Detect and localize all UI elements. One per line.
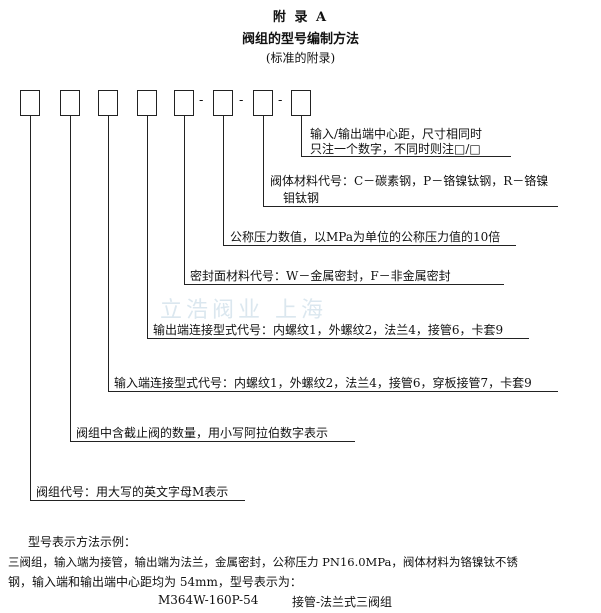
desc-pressure: 公称压力数值，以MPa为单位的公称压力值的10倍 <box>230 230 501 244</box>
leader-horizontal-input-connection <box>108 391 558 392</box>
leader-vertical-valve-count <box>70 116 71 441</box>
code-box-valve-group <box>20 90 40 116</box>
code-box-center-distance <box>291 90 311 116</box>
leader-horizontal-body-material <box>263 206 558 207</box>
separator-dash-3: - <box>278 93 283 108</box>
example-heading: 型号表示方法示例： <box>28 535 137 549</box>
leader-horizontal-valve-count <box>70 441 355 442</box>
leader-vertical-seal-material <box>184 116 185 284</box>
leader-vertical-body-material <box>263 116 264 206</box>
page-subtitle: (标准的附录) <box>265 51 336 65</box>
code-box-valve-count <box>60 90 80 116</box>
desc-body-material-line1: 阀体材料代号：C－碳素钢，P－铬镍钛钢，R－铬镍 <box>270 174 549 188</box>
leader-horizontal-valve-group <box>30 500 245 501</box>
code-box-body-material <box>253 90 273 116</box>
leader-vertical-valve-group <box>30 116 31 500</box>
page-title: 阀组的型号编制方法 <box>241 32 359 47</box>
desc-valve-count: 阀组中含截止阀的数量，用小写阿拉伯数字表示 <box>76 426 329 440</box>
desc-valve-group: 阀组代号：用大写的英文字母M表示 <box>36 485 229 499</box>
leader-horizontal-pressure <box>223 245 516 246</box>
desc-output-connection: 输出端连接型式代号：内螺纹1，外螺纹2，法兰4，接管6，卡套9 <box>153 323 504 337</box>
leader-horizontal-seal-material <box>184 284 504 285</box>
code-box-output-connection <box>137 90 157 116</box>
example-model-code: M364W-160P-54 <box>158 593 259 607</box>
code-box-seal-material <box>174 90 194 116</box>
example-model-description: 接管-法兰式三阀组 <box>292 595 393 609</box>
leader-horizontal-center-distance <box>301 156 511 157</box>
leader-vertical-input-connection <box>108 116 109 391</box>
desc-seal-material: 密封面材料代号：W－金属密封，F－非金属密封 <box>190 269 451 283</box>
example-line1: 三阀组，输入端为接管，输出端为法兰，金属密封，公称压力 PN16.0MPa，阀体… <box>8 555 518 569</box>
desc-input-connection: 输入端连接型式代号：内螺纹1，外螺纹2，法兰4，接管6，穿板接管7，卡套9 <box>114 376 532 390</box>
leader-vertical-center-distance <box>301 116 302 156</box>
example-line2: 钢，输入端和输出端中心距均为 54mm，型号表示为： <box>8 575 302 589</box>
leader-vertical-pressure <box>223 116 224 245</box>
appendix-label: 附 录 A <box>272 10 329 25</box>
desc-center-distance-line2: 只注一个数字，不同时则注□/□ <box>310 142 481 156</box>
desc-body-material-line2: 钼钛钢 <box>283 191 320 205</box>
code-box-input-connection <box>98 90 118 116</box>
separator-dash-1: - <box>199 93 204 108</box>
separator-dash-2: - <box>239 93 244 108</box>
leader-horizontal-output-connection <box>147 338 529 339</box>
desc-center-distance-line1: 输入/输出端中心距，尺寸相同时 <box>310 127 483 141</box>
code-box-pressure <box>213 90 233 116</box>
leader-vertical-output-connection <box>147 116 148 338</box>
watermark: 立浩阀业 上海 <box>160 298 327 323</box>
